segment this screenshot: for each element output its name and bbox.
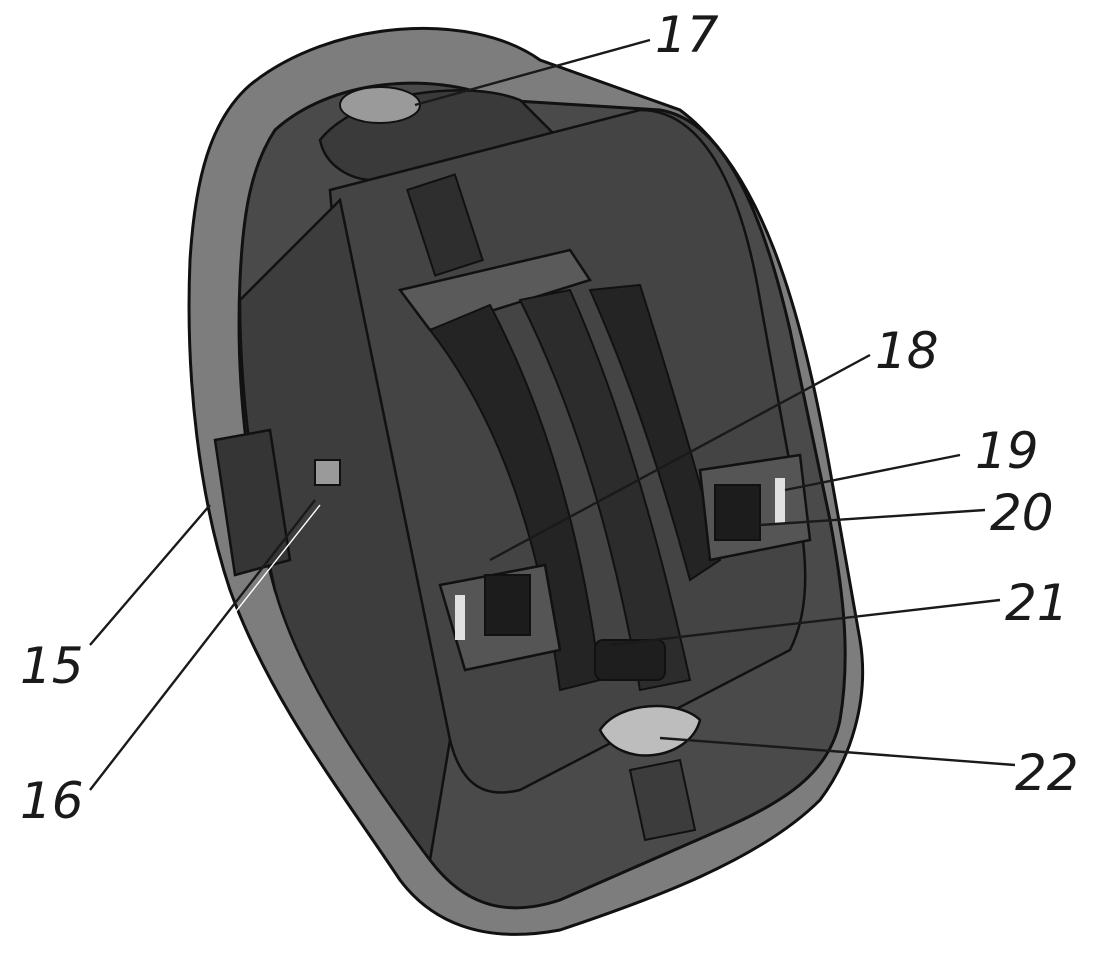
leader-15 xyxy=(89,504,211,646)
callout-19: 19 xyxy=(975,422,1039,480)
leader-16-shadow xyxy=(97,504,321,787)
callout-18: 18 xyxy=(875,322,939,380)
lower-clip xyxy=(628,758,697,842)
harness-bracket xyxy=(397,248,592,332)
callout-20: 20 xyxy=(990,484,1054,542)
leader-22 xyxy=(659,736,1016,767)
harness-adjuster xyxy=(594,639,666,681)
callout-22: 22 xyxy=(1015,744,1079,802)
harness-strap-right xyxy=(588,283,722,582)
callout-labels: 15 16 17 18 19 20 21 22 xyxy=(20,6,1079,830)
harness-strap-center xyxy=(518,288,692,692)
leader-20 xyxy=(759,508,986,527)
callout-leaders xyxy=(89,38,1016,791)
callout-17: 17 xyxy=(655,6,719,64)
release-lever xyxy=(598,704,702,757)
release-button xyxy=(314,459,341,486)
guide-highlight-left xyxy=(455,595,465,640)
adjuster-slot xyxy=(406,173,484,277)
leader-16 xyxy=(89,499,316,791)
guide-highlight-right xyxy=(775,478,785,523)
headrest-vent xyxy=(339,86,421,124)
guide-opening-left xyxy=(484,574,531,636)
leader-17 xyxy=(414,38,651,107)
callout-16: 16 xyxy=(20,772,84,830)
left-side-wall xyxy=(238,197,452,864)
guide-opening-right xyxy=(714,484,761,541)
leader-19 xyxy=(784,453,961,492)
leader-18 xyxy=(489,353,871,562)
leader-21 xyxy=(609,598,1001,647)
callout-21: 21 xyxy=(1005,574,1069,632)
isofix-latch-housing xyxy=(213,428,292,577)
callout-15: 15 xyxy=(20,637,84,695)
